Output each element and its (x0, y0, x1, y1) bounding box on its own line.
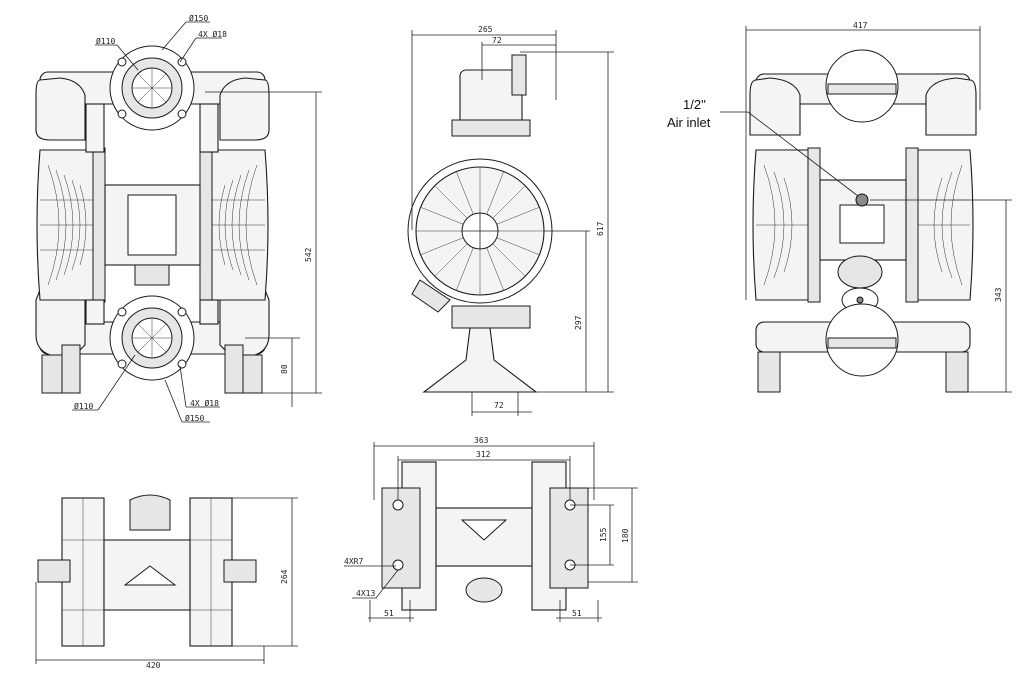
side-hub-cross (462, 213, 498, 249)
base-right-edge: 51 (572, 609, 582, 618)
rear-muffler-center (856, 296, 864, 304)
height-dimension-line (205, 91, 322, 407)
bottom-bolt-hole (177, 359, 187, 369)
base-dimension-lines (344, 442, 638, 622)
base-left-edge: 51 (384, 609, 394, 618)
front-bottom-holes: 4X Ø18 (190, 398, 219, 408)
left-foot (41, 354, 65, 394)
base-muffler (465, 577, 503, 603)
air-inlet-label: Air inlet (667, 115, 711, 130)
rear-left-elbow (749, 77, 801, 136)
side-width: 265 (478, 25, 493, 34)
bottom-detail-lines (62, 498, 232, 646)
side-dimension-lines (411, 30, 614, 416)
front-leaders (72, 21, 222, 423)
rear-air-inlet-port (855, 193, 869, 207)
left-foot-inner (61, 344, 81, 394)
right-ribs (210, 164, 265, 286)
air-inlet-size: 1/2'' (683, 97, 706, 112)
base-center-triangle (460, 519, 508, 541)
side-top-flange (511, 54, 527, 96)
base-mount-hole (392, 499, 404, 511)
left-clamp (92, 147, 106, 303)
left-upper-pipe (85, 103, 105, 153)
bottom-bolt-hole (117, 359, 127, 369)
bottom-depth: 264 (280, 569, 289, 584)
base-hole-spacing-x: 312 (476, 450, 491, 459)
side-bottom-manifold (451, 305, 531, 329)
base-hole-spacing-y: 155 (599, 527, 608, 542)
rear-ribs (756, 164, 970, 286)
left-lower-pipe (85, 299, 105, 325)
base-view (344, 442, 638, 622)
rear-left-foot (757, 351, 781, 393)
side-base (422, 327, 538, 393)
rear-inlet-height: 343 (994, 287, 1003, 302)
base-overall-depth: 180 (621, 528, 630, 543)
side-top-offset: 72 (492, 36, 502, 45)
bottom-center-triangle (123, 565, 177, 586)
top-port-spokes (132, 68, 172, 108)
side-height: 617 (596, 221, 605, 236)
left-top-elbow (35, 77, 86, 141)
bottom-bolt-hole (177, 307, 187, 317)
front-base-height: 80 (280, 364, 289, 374)
rear-right-clamp (905, 147, 919, 303)
bottom-right-port (223, 559, 257, 583)
base-hole-spec: 4X13 (356, 589, 375, 598)
bottom-width: 420 (146, 661, 161, 670)
right-top-elbow (219, 77, 270, 141)
side-air-fitting (411, 279, 451, 313)
rear-muffler (837, 255, 883, 289)
front-top-holes: 4X Ø18 (198, 29, 227, 39)
muffler (134, 264, 170, 286)
top-bolt-hole (117, 109, 127, 119)
side-view (407, 30, 614, 416)
right-foot-inner (224, 344, 244, 394)
bottom-port-spokes (132, 318, 172, 358)
base-overall-width: 363 (474, 436, 489, 445)
rear-dimension-lines (720, 26, 1012, 393)
bottom-muffler (129, 494, 171, 531)
side-center-height: 297 (574, 315, 583, 330)
front-view (35, 21, 322, 423)
top-bolt-hole (177, 57, 187, 67)
front-height: 542 (304, 247, 313, 262)
bottom-bolt-hole (117, 307, 127, 317)
base-mount-hole (392, 559, 404, 571)
side-top-clamp (451, 119, 531, 137)
rear-view (720, 26, 1012, 393)
right-lower-pipe (199, 299, 219, 325)
side-bottom-offset: 72 (494, 401, 504, 410)
rear-right-foot (945, 351, 969, 393)
front-top-port-diameter: Ø110 (96, 36, 115, 46)
front-bottom-flange-diameter: Ø150 (185, 413, 204, 423)
rear-top-flange-bar (827, 83, 897, 95)
top-bolt-hole (117, 57, 127, 67)
rear-bottom-flange-bar (827, 337, 897, 349)
rear-air-valve (839, 204, 885, 244)
bottom-left-port (37, 559, 71, 583)
bottom-dimension-lines (35, 497, 298, 664)
bottom-view (35, 494, 298, 664)
center-window (127, 194, 177, 256)
front-bottom-port-diameter: Ø110 (74, 401, 93, 411)
rear-left-clamp (807, 147, 821, 303)
front-top-flange-diameter: Ø150 (189, 13, 208, 23)
left-ribs (40, 164, 95, 286)
rear-width: 417 (853, 21, 868, 30)
right-upper-pipe (199, 103, 219, 153)
base-slot-spec: 4XR7 (344, 557, 363, 566)
top-bolt-hole (177, 109, 187, 119)
right-clamp (199, 147, 213, 303)
rear-right-elbow (925, 77, 977, 136)
